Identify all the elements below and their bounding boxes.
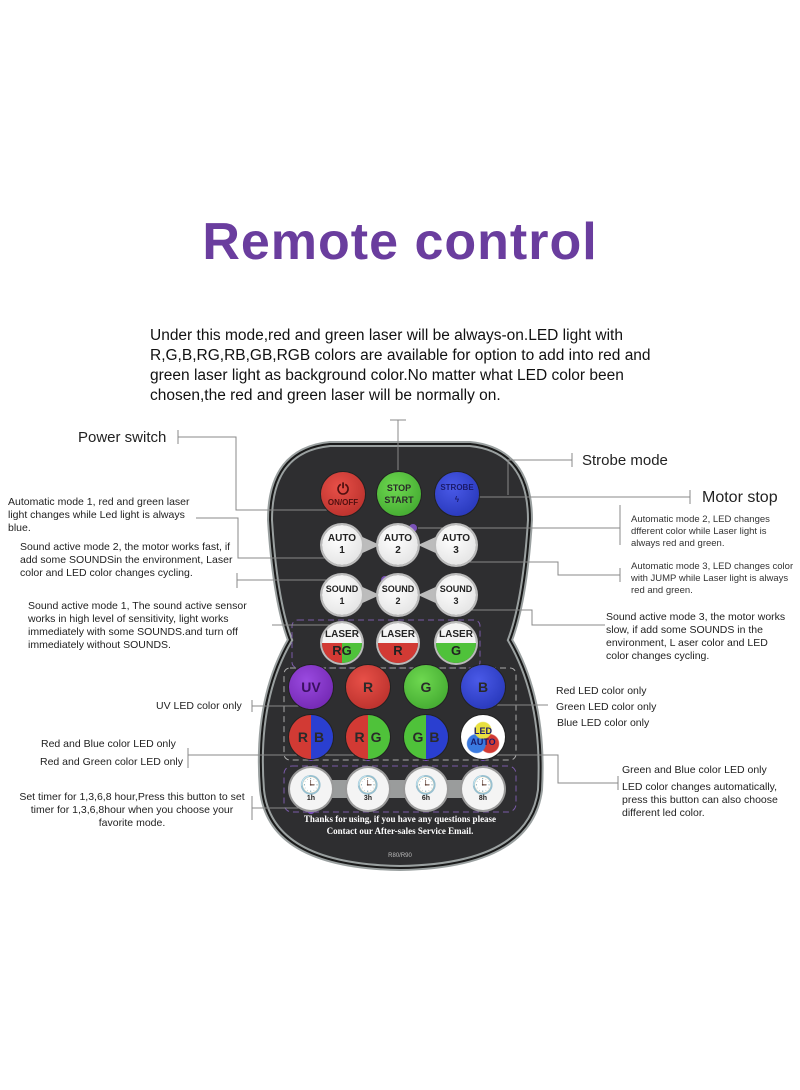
label-red-green: Red and Green color LED only (40, 756, 183, 768)
blue-button[interactable]: B (461, 665, 505, 709)
label-green-blue: Green and Blue color LED only (622, 764, 767, 776)
timer-3h-button[interactable]: 🕒3h (347, 768, 389, 810)
timer-8h-button[interactable]: 🕒8h (462, 768, 504, 810)
remote-footer-text: Thanks for using, if you have any questi… (303, 814, 497, 836)
label-auto-mode-1: Automatic mode 1, red and green laser li… (8, 496, 190, 534)
label-sound-mode-3: Sound active mode 3, the motor works slo… (606, 611, 786, 662)
label-sound-mode-2: Sound active mode 2, the motor works fas… (20, 541, 233, 579)
label-blue: Blue LED color only (557, 717, 650, 729)
label-red: Red LED color only (556, 685, 647, 697)
label-strobe-mode: Strobe mode (582, 452, 668, 469)
lightning-icon: ϟ (454, 495, 460, 504)
label-green: Green LED color only (556, 701, 657, 713)
label-sound-mode-1: Sound active mode 1, The sound active se… (28, 600, 247, 651)
label-motor-stop: Motor stop (702, 489, 778, 506)
page-title: Remote control (202, 213, 598, 271)
timer-6h-button[interactable]: 🕒6h (405, 768, 447, 810)
label-auto-mode-3: Automatic mode 3, LED changes color with… (631, 561, 794, 596)
label-auto-mode-2: Automatic mode 2, LED changes dfferent c… (631, 514, 770, 549)
clock-icon: 🕒 (356, 775, 380, 795)
red-button[interactable]: R (346, 665, 390, 709)
onoff-button[interactable]: ⏻ON/OFF (321, 472, 365, 516)
label-uv: UV LED color only (156, 700, 242, 712)
label-led-auto: LED color changes automatically, press t… (622, 781, 778, 819)
green-button[interactable]: G (404, 665, 448, 709)
clock-icon: 🕒 (414, 775, 438, 795)
label-timer: Set timer for 1,3,6,8 hour,Press this bu… (19, 791, 245, 829)
intro-text: Under this mode,red and green laser will… (150, 327, 651, 404)
timer-1h-button[interactable]: 🕒1h (290, 768, 332, 810)
uv-button[interactable]: UV (289, 665, 333, 709)
model-number: R80/R90 (388, 853, 412, 859)
clock-icon: 🕒 (471, 775, 495, 795)
label-power-switch: Power switch (78, 429, 167, 446)
power-icon: ⏻ (337, 480, 349, 498)
clock-icon: 🕒 (299, 775, 323, 795)
label-red-blue: Red and Blue color LED only (41, 738, 176, 750)
